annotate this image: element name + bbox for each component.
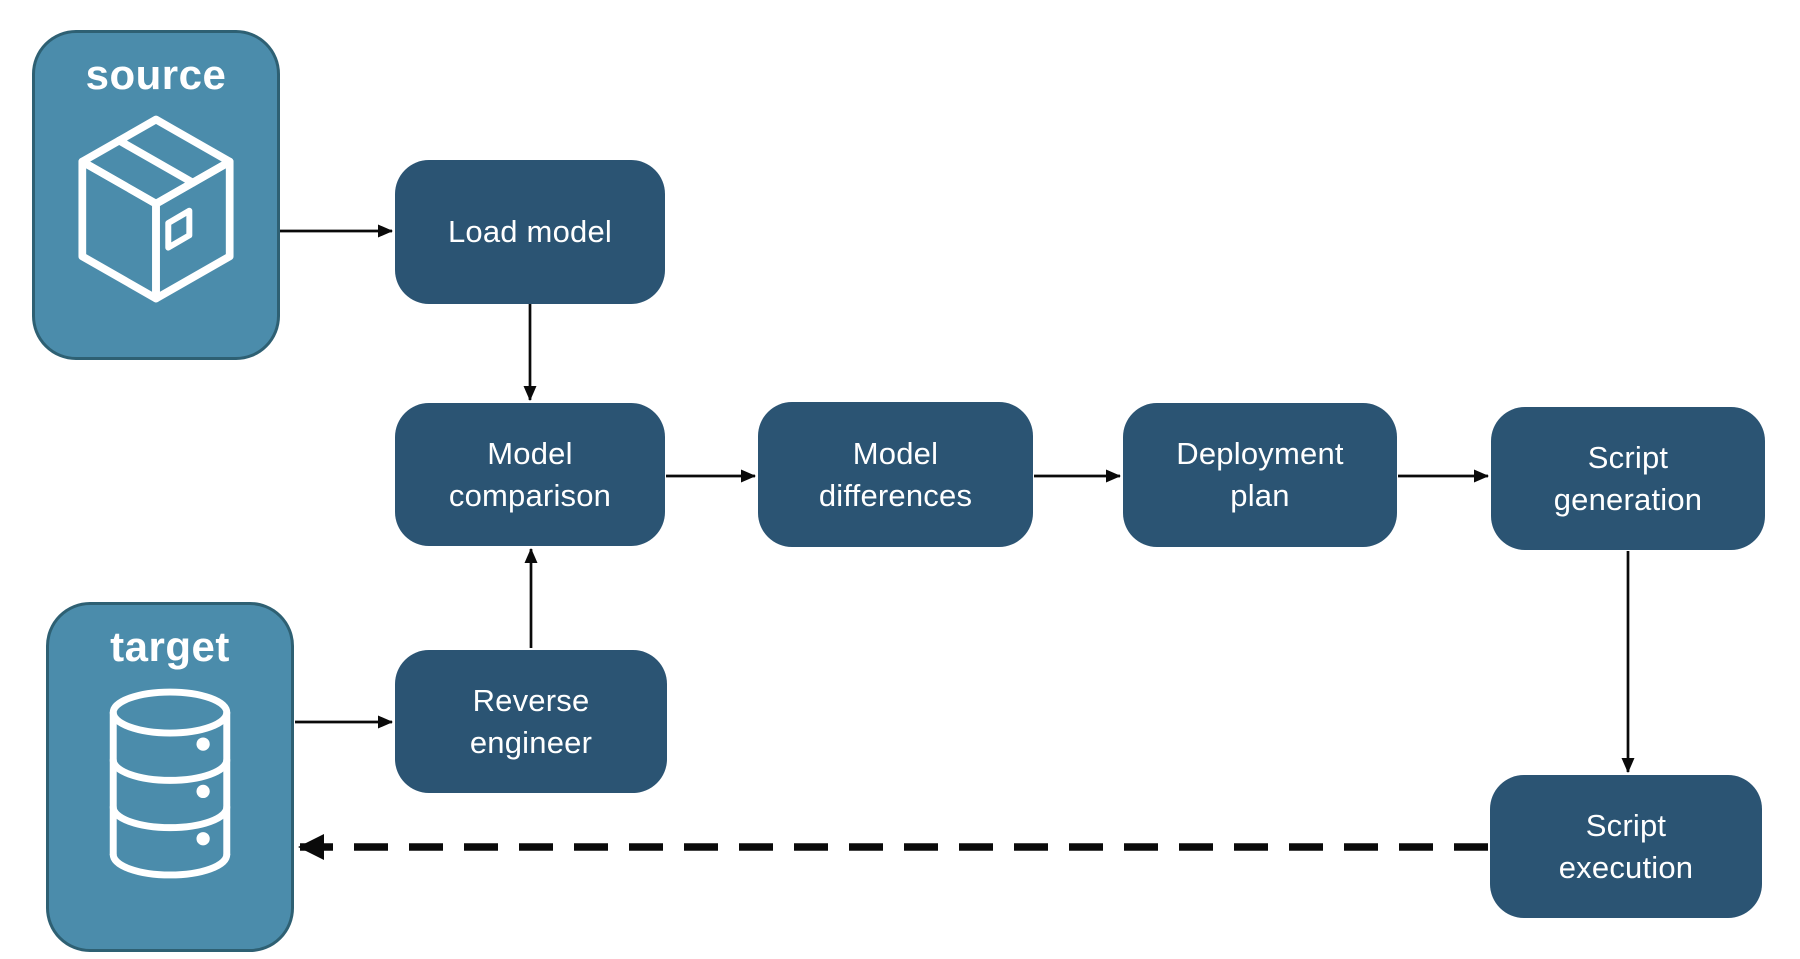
source-label: source (85, 51, 227, 98)
node-model-comparison: Model comparison (395, 403, 665, 546)
node-reverse-engineer-label: Reverse engineer (469, 682, 593, 760)
node-load-model: Load model (395, 160, 665, 304)
endpoint-source: source (32, 30, 280, 360)
node-reverse-engineer: Reverse engineer (395, 650, 667, 793)
package-box-icon (66, 109, 246, 309)
node-deployment-plan: Deployment plan (1123, 403, 1397, 547)
endpoint-target: target (46, 602, 294, 952)
node-script-generation-label: Script generation (1553, 439, 1703, 517)
target-label: target (110, 623, 230, 670)
node-model-differences: Model differences (758, 402, 1033, 547)
node-deployment-plan-label: Deployment plan (1176, 436, 1344, 513)
node-script-execution: Script execution (1490, 775, 1762, 918)
database-icon (91, 681, 249, 886)
node-model-comparison-label: Model comparison (448, 435, 612, 513)
node-script-execution-label: Script execution (1558, 807, 1694, 885)
node-script-generation: Script generation (1491, 407, 1765, 550)
node-load-model-label: Load model (447, 214, 612, 250)
node-model-differences-label: Model differences (818, 435, 973, 513)
